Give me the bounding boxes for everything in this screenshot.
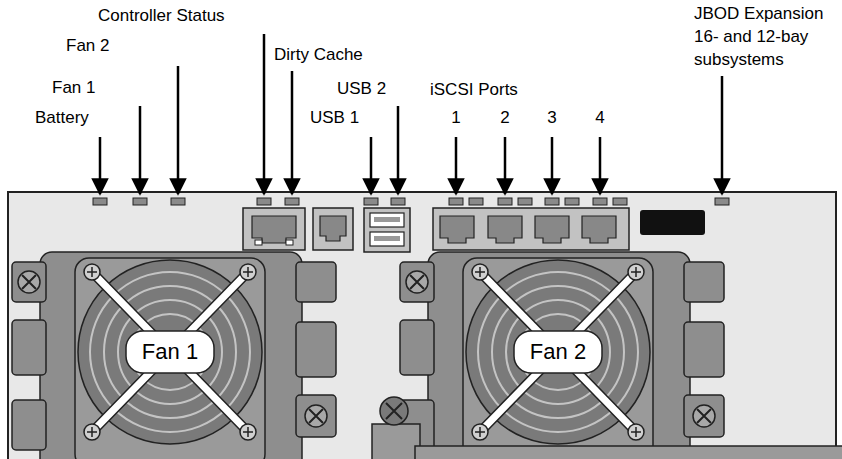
port-number: 1 bbox=[451, 108, 460, 128]
callout-label: USB 1 bbox=[310, 108, 359, 128]
callout-label: Battery bbox=[35, 108, 89, 128]
port-number: 4 bbox=[595, 108, 604, 128]
callout-label: Controller Status bbox=[98, 6, 225, 26]
fan-label: Fan 2 bbox=[530, 339, 586, 365]
callout-label: Dirty Cache bbox=[274, 45, 363, 65]
callout-label: iSCSI Ports bbox=[430, 80, 518, 100]
callout-label: JBOD Expansion 16- and 12-bay subsystems bbox=[694, 2, 834, 71]
fan-label: Fan 1 bbox=[142, 339, 198, 365]
callout-label: Fan 1 bbox=[52, 78, 95, 98]
callout-label: USB 2 bbox=[337, 79, 386, 99]
port-number: 2 bbox=[500, 108, 509, 128]
callout-label: Fan 2 bbox=[66, 36, 109, 56]
port-number: 3 bbox=[547, 108, 556, 128]
